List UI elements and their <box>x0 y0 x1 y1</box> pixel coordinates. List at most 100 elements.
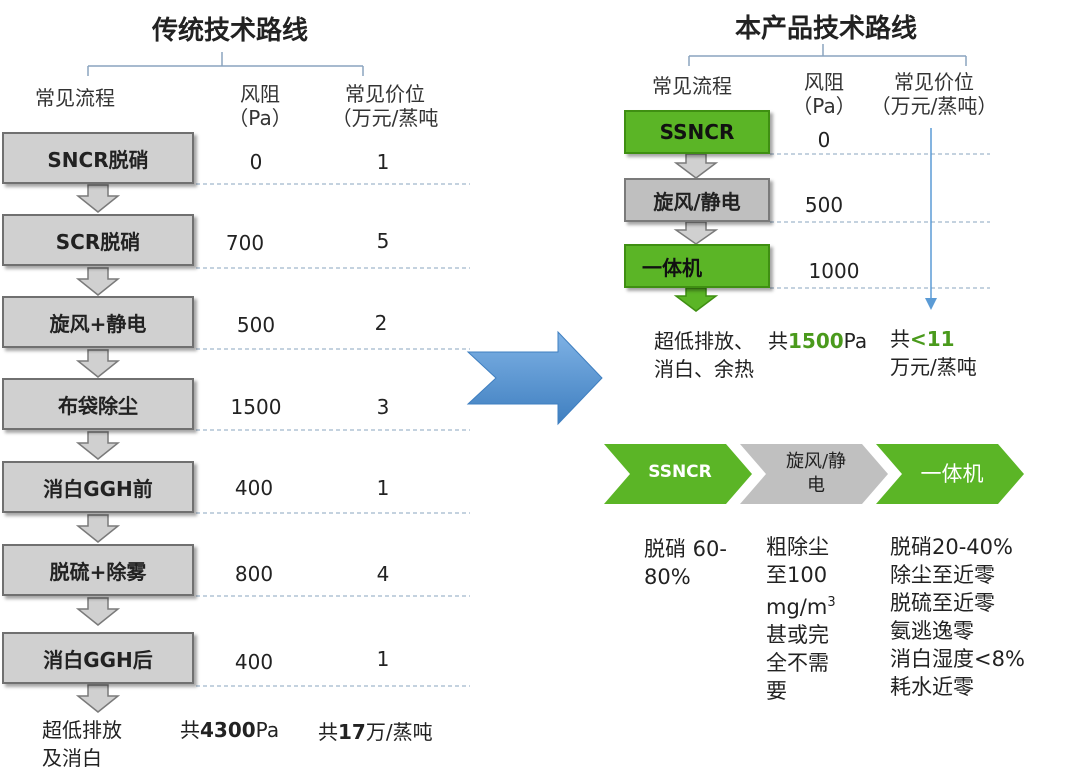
feature-col-2-line-3: mg/m3 <box>766 589 836 621</box>
left-step-7-pa: 400 <box>234 650 274 674</box>
left-footer-label-l1: 超低排放 <box>42 718 122 742</box>
feature-col-2-line-5: 全不需 <box>766 651 829 675</box>
left-footer-total-price: 共17万/蒸吨 <box>318 718 433 746</box>
right-total-pa-prefix: 共 <box>768 329 788 353</box>
feature-col-3: 脱硝20-40% 除尘至近零 脱硫至近零 氨逃逸零 消白湿度<8% 耗水近零 <box>890 533 1025 701</box>
right-footer-label-l1: 超低排放、 <box>654 329 754 353</box>
left-title: 传统技术路线 <box>151 16 308 46</box>
left-step-1-pa: 0 <box>249 150 263 174</box>
right-footer-label: 超低排放、 消白、余热 <box>654 327 754 383</box>
right-total-price-value: <11 <box>910 327 955 351</box>
right-flow-arrows <box>673 153 719 312</box>
feature-col-3-line-2: 除尘至近零 <box>890 563 995 587</box>
feature-col-2-line-2: 至100 <box>766 563 828 587</box>
right-total-price-unit: 万元/蒸吨 <box>890 355 977 379</box>
feature-col-2-line-1: 粗除尘 <box>766 535 829 559</box>
left-step-4-pa: 1500 <box>230 395 282 419</box>
left-step-2: SCR脱硝 <box>2 214 194 266</box>
left-footer-label-l2: 及消白 <box>42 746 102 770</box>
right-step-2-pa: 500 <box>804 193 844 217</box>
feature-col-2-line-4: 甚或完 <box>766 623 829 647</box>
chevron-2-label-l1: 旋风/静 <box>785 451 847 472</box>
right-step-1-pa: 0 <box>817 128 831 152</box>
left-step-3-pa: 500 <box>236 313 276 337</box>
left-step-5: 消白GGH前 <box>2 461 194 513</box>
feature-col-3-line-5: 消白湿度<8% <box>890 647 1025 671</box>
right-header-price-l1: 常见价位 <box>894 70 974 94</box>
left-header-resistance-l2: （Pa） <box>228 106 292 130</box>
feature-col-1: 脱硝 60- 80% <box>644 535 727 591</box>
left-header-price: 常见价位 （万元/蒸吨 <box>315 82 455 130</box>
right-total-pa-unit: Pa <box>843 329 868 353</box>
right-footer-total-pa: 共1500Pa <box>768 327 867 355</box>
right-header-resistance-l1: 风阻 <box>804 70 844 94</box>
left-total-pa-value: 4300 <box>200 718 256 742</box>
right-step-3-pa: 1000 <box>808 259 860 283</box>
left-step-1-price: 1 <box>376 150 390 174</box>
chevron-2-label-l2: 电 <box>807 475 825 496</box>
chevron-3-label: 一体机 <box>920 462 984 486</box>
left-total-price-prefix: 共 <box>318 720 338 744</box>
left-step-4: 布袋除尘 <box>2 378 194 430</box>
right-footer-total-price: 共<11 万元/蒸吨 <box>890 325 977 381</box>
right-title-bracket <box>688 44 967 66</box>
left-footer-total-pa: 共4300Pa <box>180 716 279 744</box>
feature-col-1-line-1: 脱硝 60- <box>644 537 727 561</box>
left-step-5-pa: 400 <box>234 476 274 500</box>
left-step-7: 消白GGH后 <box>2 632 194 684</box>
chevron-ssncr <box>604 444 752 504</box>
right-header-price: 常见价位 （万元/蒸吨） <box>866 70 1002 118</box>
chevron-cyclone <box>740 444 888 504</box>
right-footer-label-l2: 消白、余热 <box>654 357 754 381</box>
left-step-3-price: 2 <box>374 311 388 335</box>
feature-col-3-line-4: 氨逃逸零 <box>890 619 974 643</box>
right-header-price-l2: （万元/蒸吨） <box>870 94 998 118</box>
right-step-3: 一体机 <box>624 244 770 288</box>
left-separators <box>196 183 470 687</box>
left-header-resistance: 风阻 （Pa） <box>220 82 300 130</box>
right-total-price-prefix: 共 <box>890 327 910 351</box>
left-step-5-price: 1 <box>376 476 390 500</box>
left-step-6: 脱硫+除雾 <box>2 544 194 596</box>
left-total-pa-unit: Pa <box>255 718 280 742</box>
feature-col-2-line-3-text: mg/m <box>766 595 828 619</box>
left-step-1: SNCR脱硝 <box>2 132 194 184</box>
right-total-pa-value: 1500 <box>788 329 844 353</box>
left-total-price-value: 17 <box>338 720 366 744</box>
left-footer-label: 超低排放 及消白 <box>42 716 122 772</box>
left-flow-arrows <box>75 184 121 713</box>
left-step-7-price: 1 <box>376 647 390 671</box>
chevron-integrated <box>876 444 1024 504</box>
feature-col-2-superscript: 3 <box>827 595 836 610</box>
right-step-2: 旋风/静电 <box>624 178 770 222</box>
chevron-2-label: 旋风/静 电 <box>766 450 866 498</box>
left-step-4-price: 3 <box>376 395 390 419</box>
left-header-resistance-l1: 风阻 <box>240 82 280 106</box>
right-title: 本产品技术路线 <box>734 14 917 44</box>
left-header-price-l2: （万元/蒸吨 <box>331 106 439 130</box>
left-header-price-l1: 常见价位 <box>345 82 425 106</box>
left-header-process: 常见流程 <box>35 86 115 110</box>
left-step-3: 旋风+静电 <box>2 296 194 348</box>
left-total-pa-prefix: 共 <box>180 718 200 742</box>
left-step-6-pa: 800 <box>234 562 274 586</box>
feature-col-2-line-6: 要 <box>766 679 787 703</box>
right-step-1: SSNCR <box>624 110 770 154</box>
feature-col-1-line-2: 80% <box>644 565 691 589</box>
right-header-process: 常见流程 <box>652 74 732 98</box>
right-header-resistance: 风阻 （Pa） <box>784 70 864 118</box>
left-total-price-unit: 万/蒸吨 <box>365 720 433 744</box>
feature-col-3-line-1: 脱硝20-40% <box>890 535 1013 559</box>
left-step-2-price: 5 <box>376 229 390 253</box>
left-title-bracket <box>87 52 364 76</box>
feature-col-3-line-6: 耗水近零 <box>890 675 974 699</box>
left-step-2-pa: 700 <box>225 231 265 255</box>
feature-col-2: 粗除尘 至100 mg/m3 甚或完 全不需 要 <box>766 533 836 705</box>
right-separators <box>770 153 990 289</box>
price-down-arrowhead <box>925 298 937 310</box>
right-header-resistance-l2: （Pa） <box>792 94 856 118</box>
chevron-1-label: SSNCR <box>648 462 712 482</box>
feature-col-3-line-3: 脱硫至近零 <box>890 591 995 615</box>
left-step-6-price: 4 <box>376 562 390 586</box>
